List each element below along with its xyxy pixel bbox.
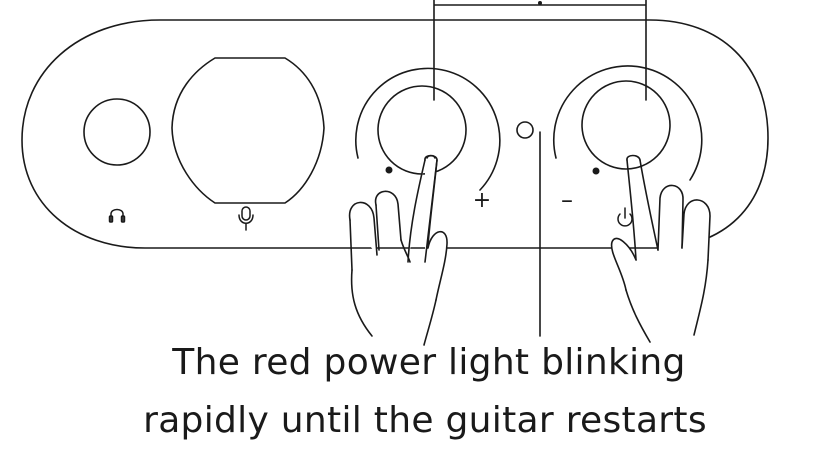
minus-label: – xyxy=(561,186,573,214)
volume-up-indicator-dot xyxy=(385,166,393,174)
microphone-icon xyxy=(238,206,254,231)
device-body xyxy=(21,19,769,249)
volume-down-indicator-dot xyxy=(592,167,600,175)
plus-label: + xyxy=(473,188,491,213)
callout-bracket xyxy=(433,0,647,101)
volume-down-knob[interactable] xyxy=(553,65,703,181)
power-indicator-light xyxy=(516,121,534,139)
headphone-icon xyxy=(108,208,126,223)
caption-line-2: rapidly until the guitar restarts xyxy=(143,400,707,441)
headphone-jack xyxy=(83,98,151,166)
left-hand xyxy=(348,154,448,346)
volume-down-knob-button[interactable] xyxy=(581,80,671,170)
right-hand xyxy=(610,154,711,343)
volume-up-knob-ring xyxy=(355,67,501,191)
power-icon xyxy=(617,207,633,227)
microphone-grille xyxy=(171,57,325,204)
volume-up-knob-button[interactable] xyxy=(377,85,467,175)
volume-down-knob-ring xyxy=(553,65,703,181)
caption-line-1: The red power light blinking xyxy=(172,342,686,383)
